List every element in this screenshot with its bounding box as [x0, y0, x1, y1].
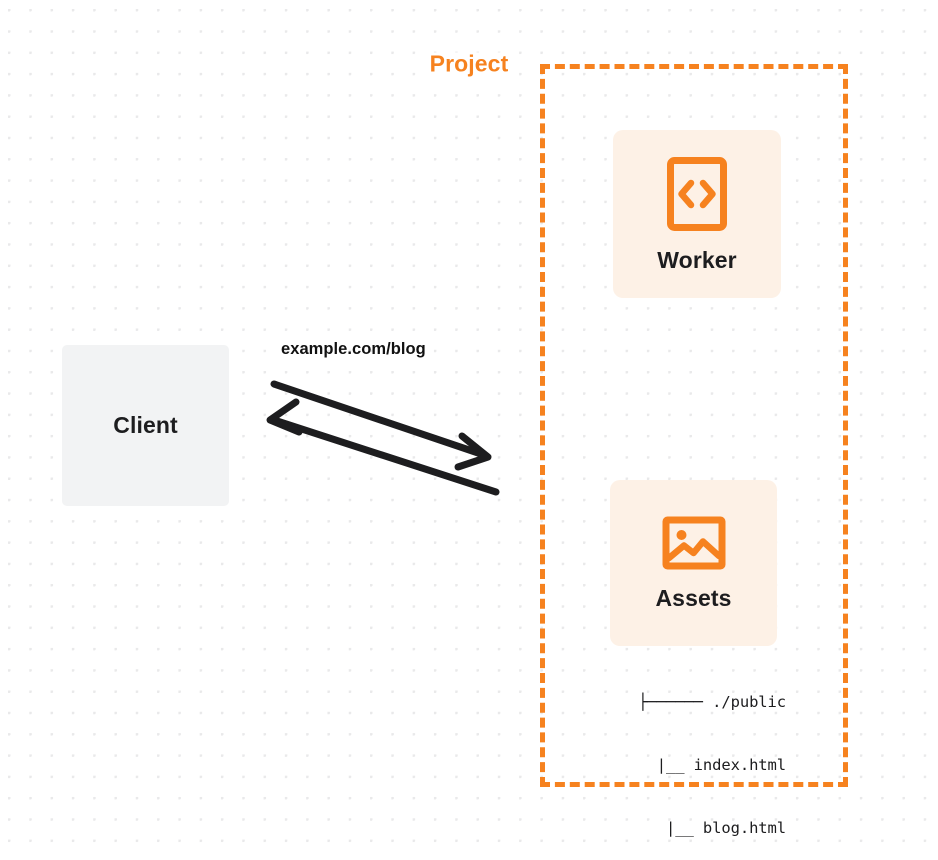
- assets-node-label: Assets: [655, 585, 732, 611]
- file-tree-row-blog: |__ blog.html: [582, 819, 786, 837]
- worker-node-label: Worker: [657, 247, 737, 273]
- response-arrow: [266, 398, 500, 496]
- client-node[interactable]: Client: [62, 345, 229, 506]
- project-container: [540, 64, 848, 787]
- worker-node[interactable]: Worker: [613, 130, 781, 298]
- image-icon: [662, 516, 726, 570]
- asset-file-tree: ├────── ./public |__ index.html |__ blog…: [556, 650, 786, 860]
- request-arrow: [270, 380, 492, 471]
- assets-node[interactable]: Assets: [610, 480, 777, 646]
- file-tree-row-index: |__ index.html: [582, 756, 786, 774]
- client-node-label: Client: [113, 412, 178, 438]
- file-tree-row-root: ├────── ./public: [582, 693, 786, 711]
- project-label: Project: [421, 52, 517, 76]
- connection-url-label: example.com/blog: [281, 340, 426, 358]
- code-brackets-icon: [666, 156, 728, 232]
